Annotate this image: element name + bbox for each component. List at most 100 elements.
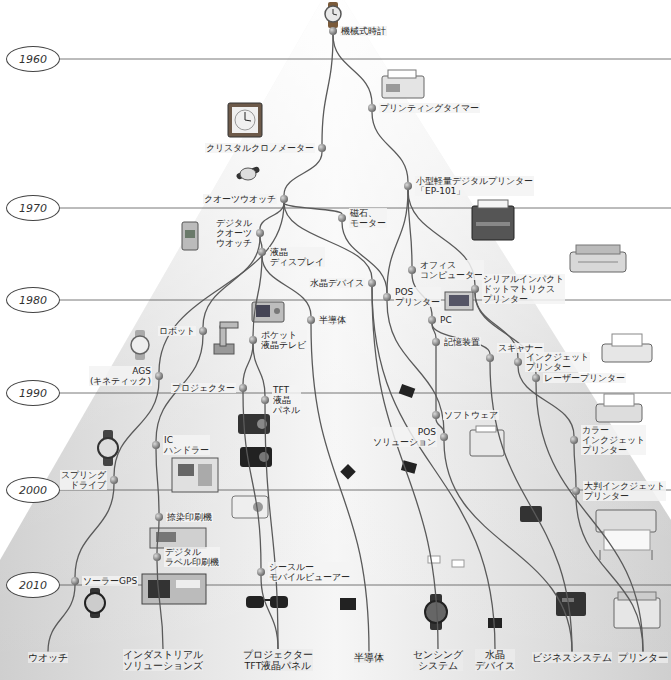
spring-drive-watch-icon	[98, 438, 118, 458]
category-label-box: 水晶 デバイス	[475, 649, 515, 671]
category-label: プロジェクター TFT液晶パネル	[243, 649, 313, 671]
tree-branch	[284, 152, 322, 195]
tree-branch	[322, 35, 333, 144]
tree-branch	[387, 301, 444, 433]
category-label: ビジネスシステム	[532, 652, 612, 663]
tree-branch	[253, 256, 262, 336]
tree-branch	[203, 237, 260, 327]
milestone-label: 水晶デバイス	[309, 278, 365, 288]
year-oval: 2010	[6, 572, 60, 598]
ags-watch-icon	[131, 330, 149, 360]
year-label: 2000	[19, 484, 47, 497]
semiconductor-chip-icon	[488, 618, 502, 628]
milestone-dot: デジタル ラベル印刷機	[153, 553, 161, 561]
tree-branch	[387, 190, 408, 293]
year-label: 1980	[19, 294, 47, 307]
milestone-dot: オフィス コンピューター	[408, 266, 416, 274]
year-oval: 1960	[6, 46, 60, 72]
crystal-chronometer-icon	[245, 112, 246, 120]
label-printer-icon	[142, 574, 206, 604]
milestone-label: IC ハンドラー	[163, 435, 210, 455]
milestone-dot: シリアルインパクト ドットマトリクス プリンター	[471, 285, 479, 293]
milestone-label: ロボット	[158, 326, 196, 336]
dot-matrix-printer-icon	[570, 245, 626, 272]
category-label-box: 半導体	[354, 652, 384, 663]
pocket-tv-icon	[256, 305, 270, 317]
pocket-tv-icon	[252, 302, 284, 322]
pc-icon	[445, 292, 473, 310]
milestone-dot: ソーラーGPS	[71, 577, 79, 585]
mechanical-watch-icon	[333, 9, 334, 14]
tree-branch	[157, 521, 159, 553]
tree-branch	[265, 404, 278, 649]
milestone-dot: ポケット 液晶テレビ	[249, 336, 257, 344]
year-label: 1990	[19, 387, 47, 400]
milestone-label: インクジェット プリンター	[525, 352, 590, 372]
tree-branch	[261, 576, 278, 649]
category-label: ウオッチ	[28, 652, 68, 663]
inkjet-printer-icon	[612, 334, 642, 346]
milestone-dot: 液晶 ディスプレイ	[258, 248, 266, 256]
milestone-dot: スプリング ドライブ	[110, 476, 118, 484]
quartz-watch-icon	[236, 166, 261, 180]
tree-branch	[157, 561, 163, 649]
dot-matrix-printer-icon	[570, 252, 626, 272]
category-label-box: プロジェクター TFT液晶パネル	[243, 649, 313, 671]
milestone-label: 半導体	[318, 315, 347, 325]
large-format-printer-icon	[652, 550, 653, 560]
printing-timer-icon	[382, 70, 424, 98]
digital-watch-icon	[182, 222, 198, 250]
semiconductor-chip-icon	[340, 384, 502, 628]
tree-branch	[372, 287, 495, 649]
milestone-dot: クオーツウオッチ	[280, 195, 288, 203]
color-printer-icon	[596, 394, 642, 422]
milestone-dot: ロボット	[199, 327, 207, 335]
milestone-dot: 記憶装置	[432, 338, 440, 346]
digital-watch-icon	[182, 222, 198, 250]
tree-branch	[75, 484, 114, 577]
milestone-dot: TFT 液晶 パネル	[261, 396, 269, 404]
tree-branch	[311, 324, 369, 652]
spring-drive-watch-icon	[98, 430, 118, 466]
large-format-printer-icon	[596, 510, 656, 560]
semiconductor-chip-icon	[340, 464, 356, 480]
inkjet-printer-icon	[602, 334, 652, 362]
milestone-label: レーザープリンター	[543, 373, 626, 383]
mechanical-watch-icon	[333, 14, 337, 15]
milestone-label: クリスタルクロノメーター	[205, 143, 315, 153]
milestone-label: シリアルインパクト ドットマトリクス プリンター	[482, 274, 565, 304]
ep101-printer-icon	[472, 206, 514, 240]
milestone-label: ポケット 液晶テレビ	[260, 330, 307, 350]
tree-branch	[435, 346, 436, 411]
mechanical-watch-icon	[325, 2, 341, 28]
milestone-label: ソーラーGPS	[82, 576, 138, 586]
category-label-box: センシング システム	[413, 649, 463, 671]
crystal-chronometer-icon	[232, 107, 258, 133]
tree-branch	[372, 287, 438, 649]
pos-printer-icon	[476, 426, 496, 432]
projector-icon	[232, 496, 268, 518]
category-label: 半導体	[354, 652, 384, 663]
robot-icon	[220, 322, 238, 328]
solar-gps-watch-icon	[85, 593, 105, 613]
year-rule	[59, 59, 671, 60]
ic-handler-icon	[172, 458, 218, 492]
tree-branch	[576, 495, 643, 652]
milestone-dot: カラー インクジェット プリンター	[570, 436, 578, 444]
tree-branch	[156, 449, 159, 513]
milestone-label: プリンティングタイマー	[379, 103, 480, 113]
milestone-dot: ソフトウェア	[432, 411, 440, 419]
tree-branch	[260, 203, 284, 229]
pos-printer-icon	[470, 426, 586, 616]
milestone-label: 記憶装置	[443, 337, 481, 347]
milestone-label: 機械式時計	[340, 26, 387, 36]
mechanical-watch-icon	[325, 6, 341, 22]
milestone-label: PC	[439, 315, 453, 325]
crystal-chronometer-icon	[228, 103, 262, 137]
year-label: 1960	[19, 53, 47, 66]
pc-icon	[445, 292, 473, 310]
